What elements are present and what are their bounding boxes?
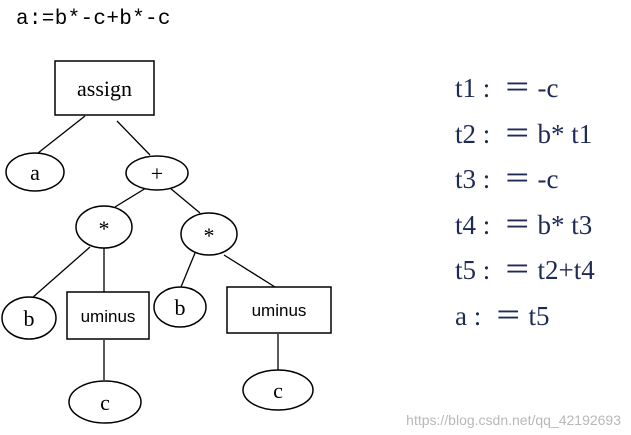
- code-line-t5: t5 : ＝ t2+t4: [455, 255, 595, 285]
- node-b-left: b: [1, 296, 57, 340]
- node-a: a: [5, 152, 65, 192]
- code-line-t3: t3 : ＝ -c: [455, 164, 559, 194]
- node-star-right-label: *: [204, 223, 215, 248]
- node-c-right: c: [242, 369, 314, 411]
- node-star-left-label: *: [99, 216, 110, 241]
- node-plus: +: [125, 155, 189, 191]
- edge-assign-a: [37, 115, 86, 154]
- node-assign: assign: [54, 60, 155, 116]
- node-uminus-right: uminus: [226, 286, 332, 334]
- edge-star-right-b: [180, 252, 196, 288]
- code-line-a: a : ＝ t5: [455, 300, 550, 331]
- node-plus-label: +: [151, 161, 163, 186]
- node-uminus-right-label: uminus: [252, 301, 307, 320]
- edge-star-right-uminus: [223, 254, 276, 288]
- edge-assign-plus: [116, 120, 151, 156]
- node-b-right-label: b: [175, 295, 186, 320]
- node-c-right-label: c: [273, 378, 283, 403]
- node-b-left-label: b: [24, 306, 35, 331]
- node-star-right: *: [180, 212, 238, 256]
- edge-plus-star-right: [169, 187, 201, 214]
- edge-star-left-b: [31, 246, 91, 299]
- expression-text: a:=b*-c+b*-c: [16, 8, 171, 31]
- code-line-t2: t2 : ＝ b* t1: [455, 118, 593, 149]
- code-line-t1: t1 : ＝ -c: [455, 73, 559, 103]
- node-assign-label: assign: [77, 76, 132, 101]
- node-star-left: *: [75, 205, 133, 249]
- node-b-right: b: [153, 286, 207, 328]
- code-line-t4: t4 : ＝ b* t3: [455, 209, 593, 240]
- node-c-left-label: c: [100, 390, 110, 415]
- node-a-label: a: [30, 160, 40, 185]
- edge-plus-star-left: [114, 187, 147, 208]
- node-uminus-left-label: uminus: [81, 307, 136, 326]
- three-address-code: t1 : ＝ -c t2 : ＝ b* t1 t3 : ＝ -c t4 : ＝ …: [455, 66, 595, 339]
- watermark-text: https://blog.csdn.net/qq_42192693: [406, 412, 621, 428]
- node-uminus-left: uminus: [66, 291, 150, 340]
- node-c-left: c: [68, 380, 142, 424]
